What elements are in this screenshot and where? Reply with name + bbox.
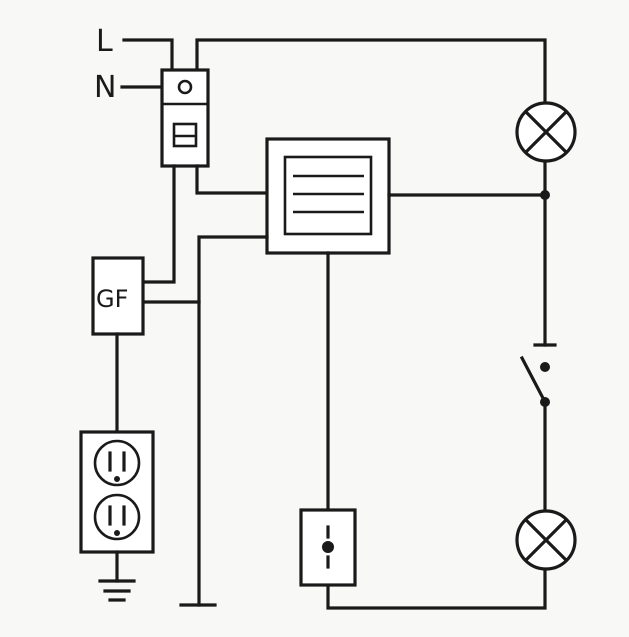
breaker-to-gfci-wire [141, 164, 176, 284]
ground-bus-wire [197, 235, 269, 607]
breaker-to-panel-wire [195, 164, 269, 195]
gfci-label: GF [96, 285, 128, 313]
junction-dot [540, 190, 550, 200]
switch-box [299, 508, 357, 587]
ground-symbol [98, 550, 136, 602]
lamp-1 [515, 101, 577, 163]
bottom-return-wire [326, 568, 547, 610]
line-label: L [96, 24, 113, 59]
duplex-outlet [79, 430, 155, 554]
circuit-breaker [160, 68, 210, 168]
gfci-device [91, 256, 145, 336]
line-supply-wire [122, 38, 174, 72]
lamp-2 [515, 509, 577, 571]
top-feed-wire [195, 38, 547, 105]
switch [519, 343, 557, 407]
junction-box [265, 137, 391, 255]
neutral-label: N [94, 70, 116, 105]
